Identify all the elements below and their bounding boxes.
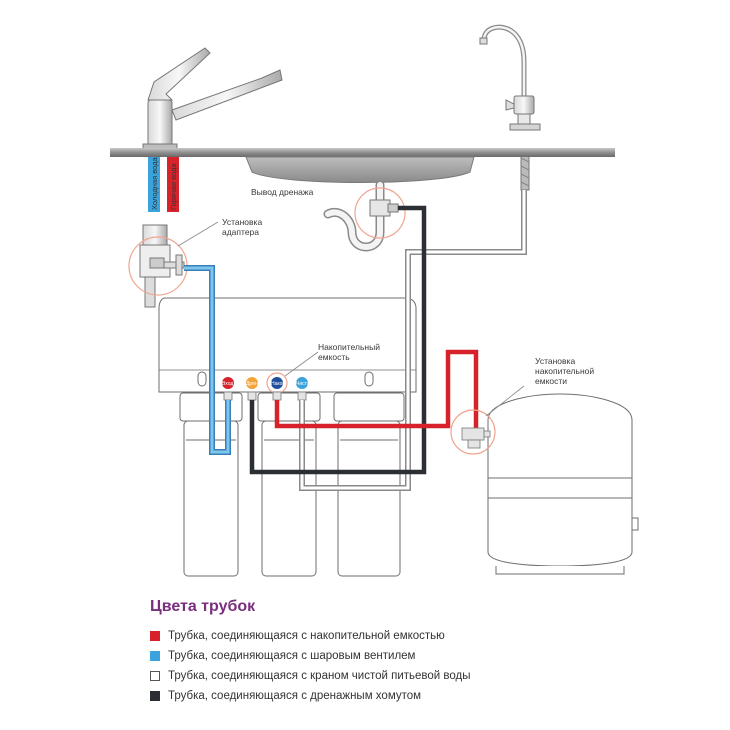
- legend-item-white: Трубка, соединяющаяся с краном чистой пи…: [150, 666, 570, 686]
- tank-callout-circle: [450, 409, 496, 455]
- red-tube: [274, 349, 479, 429]
- filter-housings: [179, 392, 405, 577]
- storage-label-2: емкость: [318, 352, 350, 362]
- adapter-install-label-2: адаптера: [222, 227, 259, 237]
- cold-water-label: Холодная вода: [150, 156, 159, 210]
- filter-head: [158, 297, 417, 393]
- hot-water-riser: [167, 157, 179, 212]
- port-drain: Дренаж: [246, 377, 264, 389]
- sink-bowl: [245, 156, 475, 183]
- drain-callout-circle: [354, 187, 406, 239]
- cold-water-riser: [148, 157, 160, 212]
- port-clean-water: Чистая вода: [296, 377, 325, 389]
- storage-label-1: Накопительный: [318, 342, 380, 352]
- port-clean-water-label: Чистая вода: [296, 381, 325, 387]
- legend-swatch-red: [150, 631, 160, 641]
- legend-swatch-white: [150, 671, 160, 681]
- mixer-faucet: [142, 47, 283, 151]
- drain-outlet-label: Вывод дренажа: [251, 187, 314, 197]
- legend-item-black: Трубка, соединяющаяся с дренажным хомуто…: [150, 686, 570, 706]
- legend-title: Цвета трубок: [150, 598, 256, 615]
- legend-swatch-blue: [150, 651, 160, 661]
- drinking-water-faucet: [479, 24, 541, 191]
- tank-install-label-3: емкости: [535, 376, 567, 386]
- legend-item-blue: Трубка, соединяющаяся с шаровым вентилем: [150, 646, 570, 666]
- adapter-install-label-1: Установка: [222, 217, 262, 227]
- port-drain-label: Дренаж: [246, 381, 264, 387]
- tank-valve: [461, 427, 491, 449]
- port-inlet-label: Вход: [222, 381, 233, 387]
- tube-color-legend: Цвета трубок Трубка, соединяющаяся с нак…: [150, 598, 570, 706]
- adapter-assembly: [139, 224, 185, 308]
- storage-tank: [487, 393, 639, 575]
- legend-item-red: Трубка, соединяющаяся с накопительной ем…: [150, 626, 570, 646]
- legend-text-red: Трубка, соединяющаяся с накопительной ем…: [168, 630, 445, 642]
- legend-text-white: Трубка, соединяющаяся с краном чистой пи…: [168, 670, 471, 682]
- tank-install-label-1: Установка: [535, 356, 575, 366]
- legend-swatch-black: [150, 691, 160, 701]
- black-tube: [249, 205, 427, 475]
- countertop: [110, 148, 615, 157]
- hot-water-label: Горячая вода: [169, 163, 178, 210]
- port-inlet: Вход: [222, 377, 234, 389]
- legend-text-black: Трубка, соединяющаяся с дренажным хомуто…: [168, 690, 422, 702]
- legend-text-blue: Трубка, соединяющаяся с шаровым вентилем: [168, 650, 416, 662]
- blue-tube: [184, 265, 231, 455]
- tank-install-label-2: накопительной: [535, 366, 594, 376]
